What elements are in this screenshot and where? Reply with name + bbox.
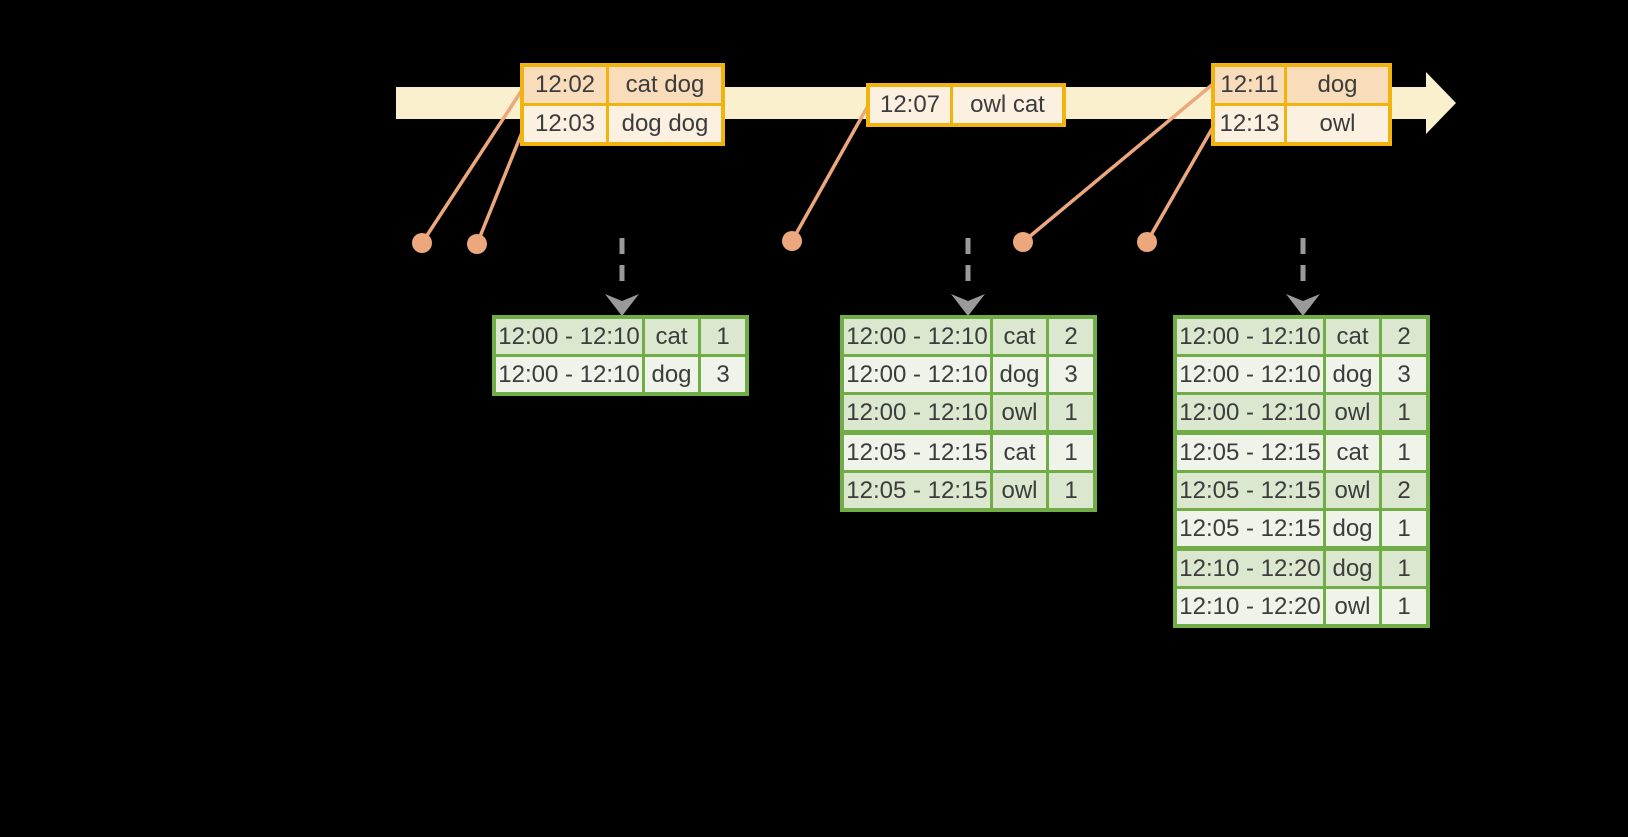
- count-cell: 2: [1049, 319, 1093, 354]
- window-cell: 12:00 - 12:10: [1177, 395, 1323, 430]
- word-cell: dog: [1326, 551, 1379, 586]
- word-cell: cat: [645, 319, 698, 354]
- event-row: 12:13 owl: [1215, 106, 1388, 142]
- window-cell: 12:00 - 12:10: [496, 319, 642, 354]
- result-row: 12:05 - 12:15 cat 1: [1177, 435, 1426, 470]
- word-cell: owl: [1326, 589, 1379, 624]
- window-cell: 12:05 - 12:15: [1177, 511, 1323, 546]
- window-cell: 12:05 - 12:15: [844, 473, 990, 508]
- event-time-cell: 12:03: [524, 106, 606, 142]
- count-cell: 3: [1382, 357, 1426, 392]
- event-dot: [467, 234, 487, 254]
- trigger-arrowhead-icon: [605, 294, 639, 316]
- window-cell: 12:00 - 12:10: [844, 357, 990, 392]
- count-cell: 2: [1382, 473, 1426, 508]
- result-row: 12:00 - 12:10 cat 2: [844, 319, 1093, 354]
- event-words-cell: dog: [1287, 67, 1388, 103]
- event-table-1: 12:02 cat dog 12:03 dog dog: [520, 63, 725, 146]
- word-cell: cat: [993, 435, 1046, 470]
- count-cell: 1: [1049, 395, 1093, 430]
- result-row: 12:05 - 12:15 owl 1: [844, 473, 1093, 508]
- event-dot: [1137, 232, 1157, 252]
- event-words-cell: dog dog: [609, 106, 721, 142]
- result-row: 12:00 - 12:10 dog 3: [496, 357, 745, 392]
- word-cell: cat: [993, 319, 1046, 354]
- window-cell: 12:10 - 12:20: [1177, 551, 1323, 586]
- word-cell: dog: [993, 357, 1046, 392]
- event-row: 12:03 dog dog: [524, 106, 721, 142]
- count-cell: 1: [1049, 473, 1093, 508]
- window-cell: 12:00 - 12:10: [844, 319, 990, 354]
- result-row: 12:10 - 12:20 owl 1: [1177, 589, 1426, 624]
- event-connector-line: [475, 129, 525, 245]
- event-dot: [782, 231, 802, 251]
- window-cell: 12:00 - 12:10: [1177, 319, 1323, 354]
- count-cell: 1: [1382, 435, 1426, 470]
- event-time-cell: 12:11: [1215, 67, 1284, 103]
- trigger-arrowhead-icon: [951, 294, 985, 316]
- result-row: 12:00 - 12:10 dog 3: [1177, 357, 1426, 392]
- event-row: 12:02 cat dog: [524, 67, 721, 103]
- result-table-2: 12:00 - 12:10 cat 2 12:00 - 12:10 dog 3 …: [840, 315, 1097, 512]
- event-words-cell: owl cat: [953, 87, 1062, 123]
- event-table-3: 12:11 dog 12:13 owl: [1211, 63, 1392, 146]
- window-cell: 12:00 - 12:10: [1177, 357, 1323, 392]
- result-row: 12:00 - 12:10 cat 1: [496, 319, 745, 354]
- word-cell: cat: [1326, 435, 1379, 470]
- event-words-cell: cat dog: [609, 67, 721, 103]
- word-cell: owl: [993, 395, 1046, 430]
- event-time-cell: 12:07: [870, 87, 950, 123]
- event-connector-line: [420, 89, 524, 244]
- count-cell: 3: [1049, 357, 1093, 392]
- count-cell: 1: [1382, 395, 1426, 430]
- result-row: 12:00 - 12:10 dog 3: [844, 357, 1093, 392]
- event-table-2: 12:07 owl cat: [866, 83, 1066, 127]
- event-row: 12:11 dog: [1215, 67, 1388, 103]
- word-cell: dog: [1326, 357, 1379, 392]
- count-cell: 1: [701, 319, 745, 354]
- window-cell: 12:05 - 12:15: [1177, 435, 1323, 470]
- word-cell: owl: [993, 473, 1046, 508]
- count-cell: 1: [1382, 551, 1426, 586]
- count-cell: 2: [1382, 319, 1426, 354]
- word-cell: dog: [1326, 511, 1379, 546]
- event-time-cell: 12:02: [524, 67, 606, 103]
- window-cell: 12:05 - 12:15: [1177, 473, 1323, 508]
- result-table-1: 12:00 - 12:10 cat 1 12:00 - 12:10 dog 3: [492, 315, 749, 396]
- word-cell: dog: [645, 357, 698, 392]
- count-cell: 1: [1049, 435, 1093, 470]
- trigger-arrowhead-icon: [1286, 294, 1320, 316]
- window-cell: 12:10 - 12:20: [1177, 589, 1323, 624]
- result-row: 12:05 - 12:15 owl 2: [1177, 473, 1426, 508]
- event-dot: [412, 233, 432, 253]
- result-table-3: 12:00 - 12:10 cat 2 12:00 - 12:10 dog 3 …: [1173, 315, 1430, 628]
- count-cell: 1: [1382, 589, 1426, 624]
- word-cell: cat: [1326, 319, 1379, 354]
- count-cell: 3: [701, 357, 745, 392]
- result-row: 12:00 - 12:10 cat 2: [1177, 319, 1426, 354]
- result-row: 12:05 - 12:15 dog 1: [1177, 511, 1426, 546]
- event-dot: [1013, 232, 1033, 252]
- window-cell: 12:05 - 12:15: [844, 435, 990, 470]
- window-cell: 12:00 - 12:10: [496, 357, 642, 392]
- result-row: 12:00 - 12:10 owl 1: [844, 395, 1093, 430]
- event-connector-line: [790, 103, 871, 242]
- result-row: 12:05 - 12:15 cat 1: [844, 435, 1093, 470]
- count-cell: 1: [1382, 511, 1426, 546]
- event-connector-line: [1145, 126, 1215, 243]
- word-cell: owl: [1326, 395, 1379, 430]
- event-time-cell: 12:13: [1215, 106, 1284, 142]
- word-cell: owl: [1326, 473, 1379, 508]
- event-row: 12:07 owl cat: [870, 87, 1062, 123]
- event-words-cell: owl: [1287, 106, 1388, 142]
- timeline-arrow-icon: [1426, 72, 1456, 134]
- event-connector-line: [1021, 82, 1215, 244]
- result-row: 12:10 - 12:20 dog 1: [1177, 551, 1426, 586]
- window-cell: 12:00 - 12:10: [844, 395, 990, 430]
- result-row: 12:00 - 12:10 owl 1: [1177, 395, 1426, 430]
